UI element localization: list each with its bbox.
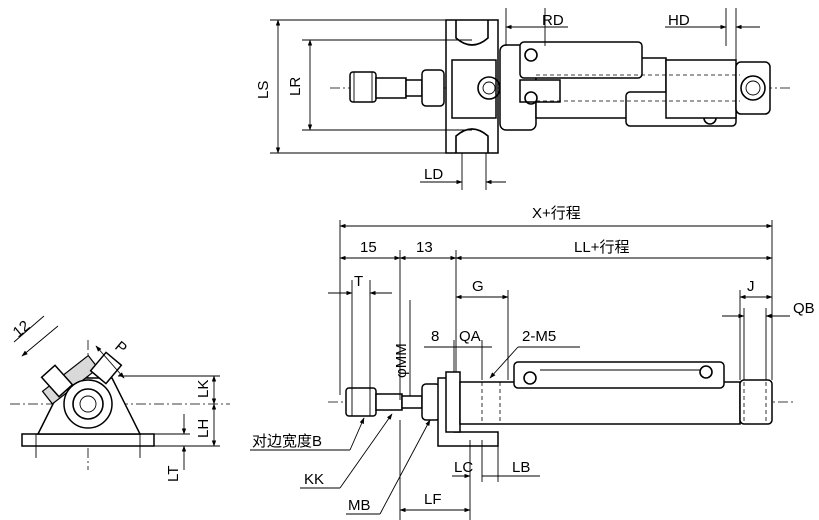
cylinder-end-face [63,379,113,429]
p-label: P [111,338,130,357]
lc-label: LC [454,459,473,476]
switch-top-upper [519,41,643,79]
hd-label: HD [668,12,690,29]
dim-15-label: 15 [360,239,377,256]
mb-label: MB [348,497,371,514]
top-view: RD HD LS LR LD [255,8,790,190]
j-label: J [747,278,755,295]
switch-side [513,361,725,389]
lf-label: LF [424,491,442,508]
rod-nut-side [345,387,377,417]
t-label: T [354,273,363,290]
end-view: 12 P LK LH LT [10,315,230,482]
lt-label: LT [165,466,182,482]
lk-label: LK [195,380,212,398]
lr-label: LR [287,77,304,96]
ll-stroke-label: LL+行程 [574,239,629,256]
qa-label: QA [459,328,481,345]
lh-label: LH [195,419,212,438]
foot-base-end [21,433,155,447]
ls-label: LS [255,81,272,99]
phi-mm-label: φMM [393,343,410,378]
rd-label: RD [542,12,564,29]
side-view: X+行程 15 13 LL+行程 T G J QB φMM [250,205,815,520]
dim-8-label: 8 [431,328,439,345]
ld-label: LD [424,166,443,183]
g-label: G [472,278,484,295]
m5-label: 2-M5 [522,328,556,345]
cylinder-body [459,381,741,425]
x-stroke-label: X+行程 [532,205,581,222]
dim-13-label: 13 [416,239,433,256]
lb-label: LB [512,459,530,476]
kk-label: KK [304,471,324,488]
width-across-flats-label: 对边宽度B [252,433,322,450]
qb-label: QB [793,300,815,317]
dim-12-label: 12 [10,317,34,341]
